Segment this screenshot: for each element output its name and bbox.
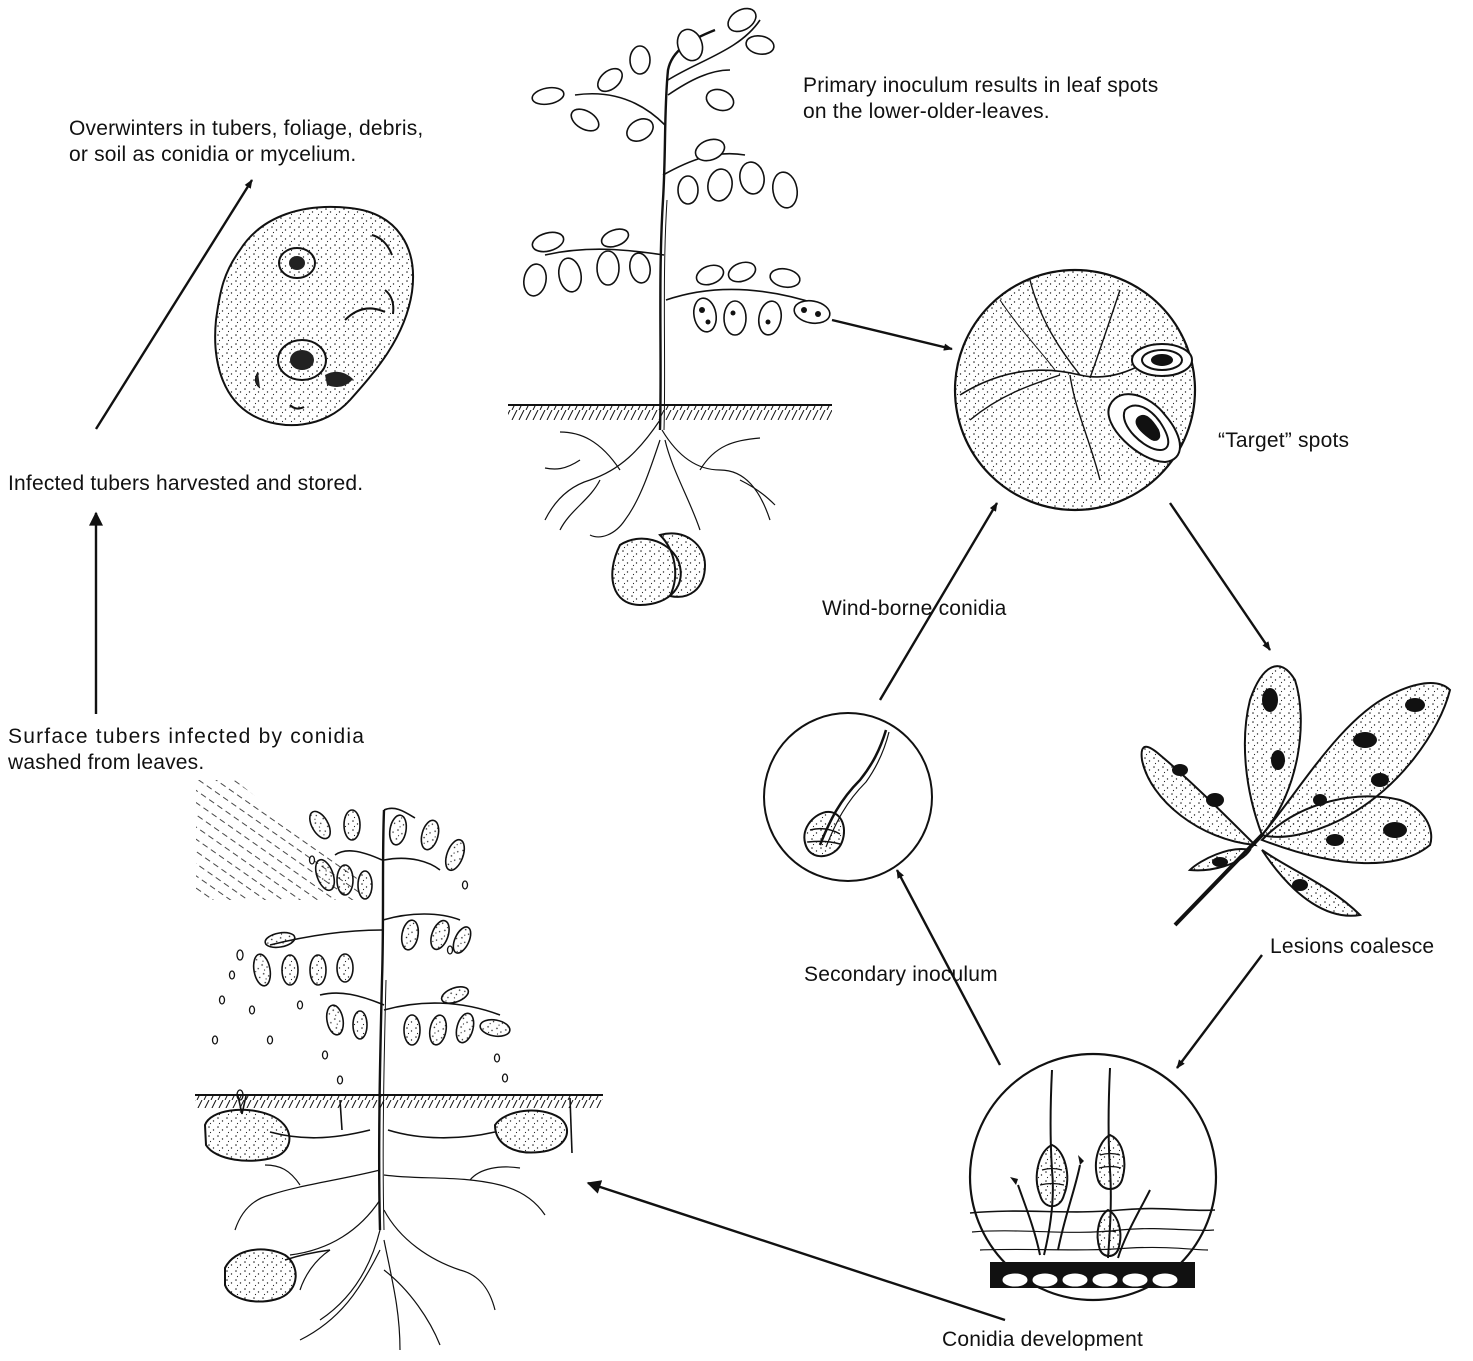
surface-tubers-label: Surface tubers infected by conidia washe… xyxy=(8,724,365,776)
wind-borne-conidia-label: Wind-borne conidia xyxy=(822,596,1007,622)
arrow-conidia-to-surface-tubers xyxy=(588,1183,1005,1320)
arrow-circle-to-lesions xyxy=(1170,503,1270,650)
arrow-plant-to-leaf-circle xyxy=(832,320,952,349)
conidia-development-closeup xyxy=(970,1054,1216,1300)
target-spots-closeup xyxy=(955,270,1195,510)
target-spot-1 xyxy=(1132,344,1192,376)
surface-line-1: Surface tubers infected by conidia xyxy=(8,724,365,750)
secondary-inoculum-label: Secondary inoculum xyxy=(804,962,998,988)
primary-inoculum-label: Primary inoculum results in leaf spots o… xyxy=(803,73,1158,125)
conidium-closeup xyxy=(764,713,932,881)
potato-plant-illustration xyxy=(508,4,832,605)
conidia-development-label: Conidia development xyxy=(942,1327,1143,1353)
infected-tuber-illustration xyxy=(215,207,413,425)
surface-tuber-left xyxy=(205,1110,289,1161)
lesions-coalesce-leaf xyxy=(1142,666,1450,925)
plant-roots xyxy=(545,420,775,537)
overwinters-line-1: Overwinters in tubers, foliage, debris, xyxy=(69,116,423,142)
rain-streaks xyxy=(196,780,360,900)
primary-line-2: on the lower-older-leaves. xyxy=(803,99,1158,125)
surface-line-2: washed from leaves. xyxy=(8,750,365,776)
primary-line-1: Primary inoculum results in leaf spots xyxy=(803,73,1158,99)
harvested-label: Infected tubers harvested and stored. xyxy=(8,471,363,497)
underground-tuber xyxy=(225,1249,296,1301)
arrow-lesions-to-conidia xyxy=(1177,955,1262,1068)
infected-plant-with-tubers xyxy=(195,780,603,1350)
lesions-coalesce-label: Lesions coalesce xyxy=(1270,934,1434,960)
overwinters-label: Overwinters in tubers, foliage, debris, … xyxy=(69,116,423,168)
overwinters-line-2: or soil as conidia or mycelium. xyxy=(69,142,423,168)
target-spots-label: “Target” spots xyxy=(1218,428,1349,454)
surface-tuber-right xyxy=(495,1111,567,1153)
